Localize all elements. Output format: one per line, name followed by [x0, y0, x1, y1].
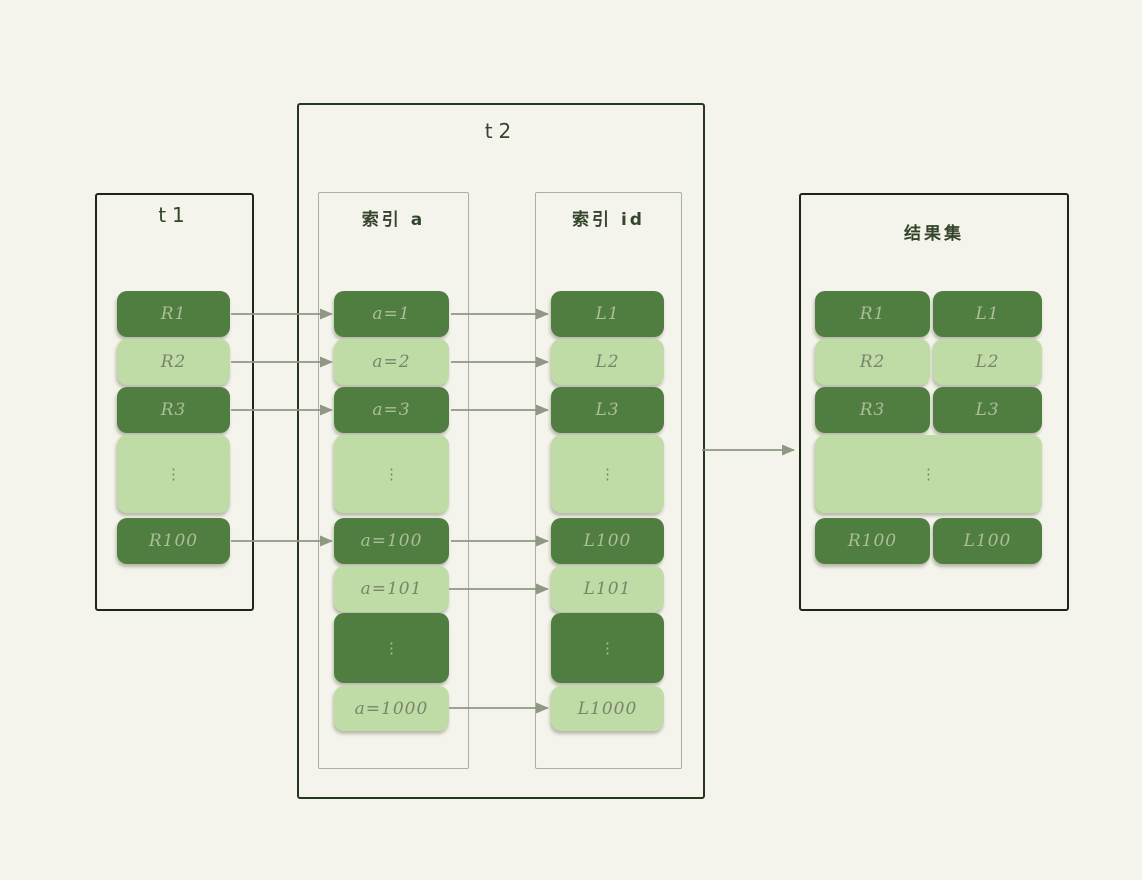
index-a-row-2: a=2 [334, 339, 449, 385]
index-id-box: 索引 id L1 L2 L3 ⋮ L100 L101 ⋮ L1000 [535, 192, 682, 769]
index-id-row-3: L3 [551, 387, 664, 433]
result-cell-l1: L1 [933, 291, 1042, 337]
table-t2-box: t2 索引 a a=1 a=2 a=3 ⋮ a=100 a=101 ⋮ a=10… [297, 103, 705, 799]
index-a-row-1000: a=1000 [334, 686, 449, 731]
result-set-title: 结果集 [904, 224, 964, 244]
table-t1-title: t1 [158, 203, 191, 227]
t1-row-r2: R2 [117, 339, 230, 385]
table-t1-box: t1 R1 R2 R3 ⋮ R100 [95, 193, 254, 611]
result-set-box: 结果集 R1 L1 R2 L2 R3 L3 ⋮ R100 L100 [799, 193, 1069, 611]
index-id-row-1: L1 [551, 291, 664, 337]
index-id-row-1000: L1000 [551, 686, 664, 731]
index-a-title: 索引 a [361, 210, 426, 230]
t1-row-r100: R100 [117, 518, 230, 564]
index-id-row-100: L100 [551, 518, 664, 564]
index-id-row-101: L101 [551, 566, 664, 612]
result-cell-r1: R1 [815, 291, 930, 337]
index-a-row-ellipsis-1: ⋮ [334, 435, 449, 513]
table-t2-title: t2 [484, 119, 518, 143]
result-cell-r100: R100 [815, 518, 930, 564]
index-id-row-ellipsis-2: ⋮ [551, 613, 664, 683]
result-cell-l3: L3 [933, 387, 1042, 433]
result-row-ellipsis: ⋮ [815, 435, 1042, 513]
index-id-row-ellipsis-1: ⋮ [551, 435, 664, 513]
index-a-row-3: a=3 [334, 387, 449, 433]
result-cell-l2: L2 [933, 339, 1042, 385]
index-a-row-1: a=1 [334, 291, 449, 337]
t1-row-ellipsis: ⋮ [117, 435, 230, 513]
index-a-box: 索引 a a=1 a=2 a=3 ⋮ a=100 a=101 ⋮ a=1000 [318, 192, 469, 769]
result-cell-r2: R2 [815, 339, 930, 385]
index-a-row-ellipsis-2: ⋮ [334, 613, 449, 683]
result-cell-r3: R3 [815, 387, 930, 433]
index-id-title: 索引 id [572, 210, 645, 230]
t1-row-r1: R1 [117, 291, 230, 337]
index-id-row-2: L2 [551, 339, 664, 385]
index-a-row-101: a=101 [334, 566, 449, 612]
result-cell-l100: L100 [933, 518, 1042, 564]
t1-row-r3: R3 [117, 387, 230, 433]
index-a-row-100: a=100 [334, 518, 449, 564]
